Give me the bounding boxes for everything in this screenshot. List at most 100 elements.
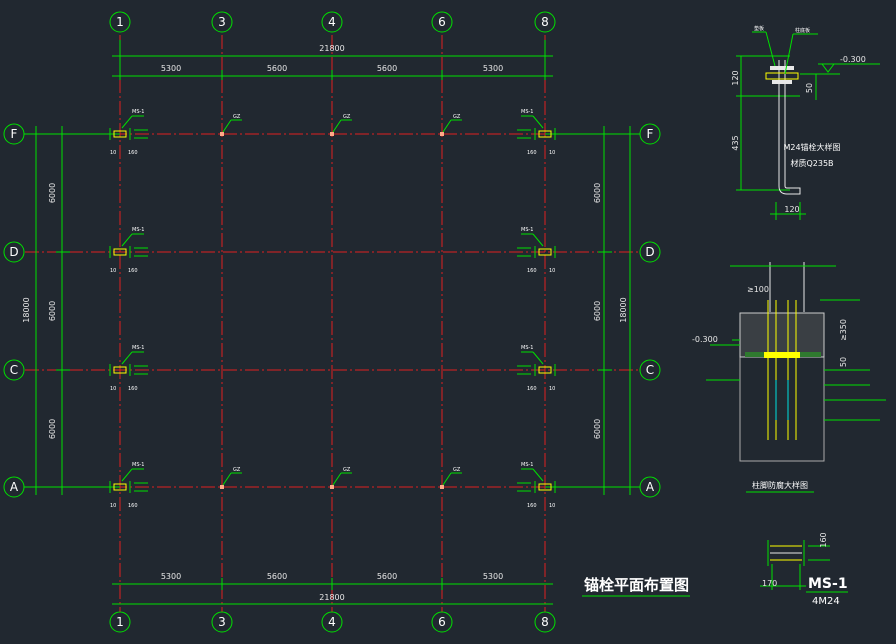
dim-total-left: 18000: [22, 297, 31, 322]
dim-bay2-top: 5600: [267, 64, 287, 73]
elev-label: -0.300: [840, 55, 866, 64]
bolt-title: M24锚栓大样图: [783, 142, 840, 152]
dim-row3-left: 6000: [48, 419, 57, 439]
axis-D-left: D: [9, 245, 18, 259]
anchor-C8: MS-1 160 10: [517, 345, 556, 392]
horizontal-axes: [25, 133, 640, 488]
axis-C-right: C: [646, 363, 654, 377]
axis-1-bot: 1: [116, 615, 124, 629]
gz-A6: GZ: [440, 467, 462, 489]
ms-name: MS-1: [808, 576, 848, 592]
dim-total-bot: 21800: [319, 593, 344, 602]
axis-8-bot: 8: [541, 615, 549, 629]
ms-label: MS-1: [521, 345, 533, 351]
axis-A-left: A: [10, 480, 19, 494]
dim-total-right: 18000: [619, 297, 628, 322]
bottom-dimensions: 5300 5600 5600 5300 21800: [112, 572, 553, 605]
ms-spec: 4M24: [812, 596, 840, 607]
dim-row1-right: 6000: [593, 183, 602, 203]
dim-50: 50: [805, 83, 814, 93]
gz-A4: GZ: [330, 467, 352, 489]
axis-8-top: 8: [541, 15, 549, 29]
ms-label: MS-1: [132, 462, 144, 468]
ms-dim-170: 170: [762, 579, 777, 588]
gz-label: GZ: [233, 114, 241, 120]
axis-bubbles-top: 1 3 4 6 8: [109, 11, 556, 33]
gz-label: GZ: [453, 114, 461, 120]
gz-F6: GZ: [440, 114, 462, 136]
dim10: 10: [549, 150, 555, 156]
anchors-left: MS-1 10 160 MS-1 10 160 MS-1 10 160: [109, 109, 148, 509]
ms-label: MS-1: [521, 227, 533, 233]
dim160: 160: [128, 268, 138, 274]
dim-row2-left: 6000: [48, 301, 57, 321]
dim10: 10: [549, 386, 555, 392]
base-detail: -0.300 ≥350 50 ≥100 柱脚防腐大样图: [692, 262, 886, 493]
ms-label: MS-1: [521, 109, 533, 115]
dim-435: 435: [731, 135, 740, 150]
ms-label: MS-1: [521, 462, 533, 468]
gz-markers: GZ GZ GZ GZ GZ GZ: [220, 114, 462, 489]
dim-bay4-top: 5300: [483, 64, 503, 73]
left-dimensions: 18000 6000 6000 6000: [22, 126, 120, 495]
gz-label: GZ: [343, 467, 351, 473]
axis-D-right: D: [645, 245, 654, 259]
axis-4-top: 4: [328, 15, 336, 29]
axis-A-right: A: [646, 480, 655, 494]
dim-bay4-bot: 5300: [483, 572, 503, 581]
washer-label: 垫板: [754, 25, 764, 32]
anchor-C1: MS-1 10 160: [109, 345, 148, 392]
dim160: 160: [527, 503, 537, 509]
base-dim-50: 50: [839, 357, 848, 367]
base-dim-350: ≥350: [839, 319, 848, 341]
dim-bay1-top: 5300: [161, 64, 181, 73]
dim-row3-right: 6000: [593, 419, 602, 439]
dim10: 10: [549, 503, 555, 509]
dim160: 160: [527, 386, 537, 392]
dim-120: 120: [731, 70, 740, 85]
gz-label: GZ: [233, 467, 241, 473]
dim10: 10: [110, 150, 116, 156]
dim10: 10: [110, 268, 116, 274]
ms-label: MS-1: [132, 227, 144, 233]
anchor-D8: MS-1 160 10: [517, 227, 556, 274]
dim-total-top: 21800: [319, 44, 344, 53]
baseplate-label: 柱底板: [795, 27, 810, 34]
dim-bay3-bot: 5600: [377, 572, 397, 581]
axis-3-bot: 3: [218, 615, 226, 629]
dim10: 10: [110, 503, 116, 509]
axis-1-top: 1: [116, 15, 124, 29]
dim-120b: 120: [784, 205, 799, 214]
ms-legend: 160 170 MS-1 4M24: [760, 532, 848, 607]
axis-3-top: 3: [218, 15, 226, 29]
vertical-axes: [119, 35, 546, 612]
axis-4-bot: 4: [328, 615, 336, 629]
axis-F-right: F: [647, 127, 654, 141]
gz-A3: GZ: [220, 467, 242, 489]
anchor-A1: MS-1 10 160: [109, 462, 148, 509]
base-elev: -0.300: [692, 335, 718, 344]
anchor-A8: MS-1 160 10: [517, 462, 556, 509]
plan-title: 锚栓平面布置图: [584, 576, 689, 594]
base-title: 柱脚防腐大样图: [752, 480, 808, 490]
top-dimensions: 21800 5300 5600 5600 5300: [112, 40, 553, 80]
right-dimensions: 6000 6000 6000 18000: [545, 126, 640, 495]
dim160: 160: [128, 150, 138, 156]
dim-bay1-bot: 5300: [161, 572, 181, 581]
axis-bubbles-bottom: 1 3 4 6 8: [109, 611, 556, 633]
dim-bay2-bot: 5600: [267, 572, 287, 581]
dim-row2-right: 6000: [593, 301, 602, 321]
anchors-right: MS-1 160 10 MS-1 160 10 MS-1 160 10: [517, 109, 556, 509]
dim10: 10: [110, 386, 116, 392]
dim160: 160: [128, 503, 138, 509]
base-dim-100: ≥100: [747, 285, 769, 294]
dim-bay3-top: 5600: [377, 64, 397, 73]
dim160: 160: [527, 150, 537, 156]
plan-title-block: 锚栓平面布置图: [582, 576, 690, 597]
bolt-material: 材质Q235B: [790, 158, 833, 168]
dim160: 160: [128, 386, 138, 392]
axis-C-left: C: [10, 363, 18, 377]
gz-F3: GZ: [220, 114, 242, 136]
anchor-F1: MS-1 10 160: [109, 109, 148, 156]
axis-6-bot: 6: [438, 615, 446, 629]
